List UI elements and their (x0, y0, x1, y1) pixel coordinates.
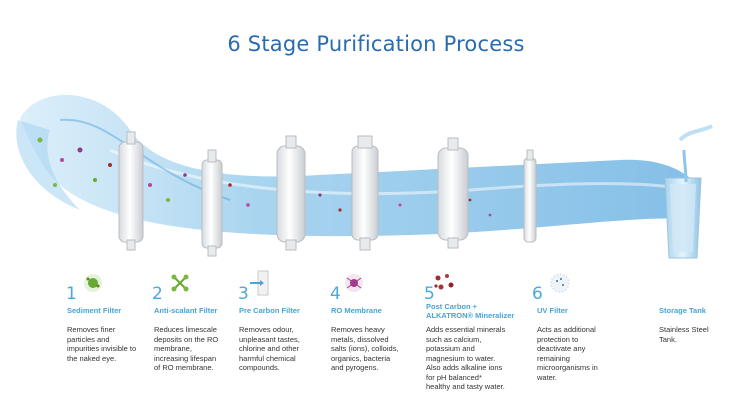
stage-5-description: Adds essential minerals such as calcium,… (426, 325, 506, 391)
stage-5-title: Post Carbon + ALKATRON® Mineralizer (426, 302, 515, 320)
stage-3-number: 3 (238, 284, 249, 304)
stage-4-title: RO Membrane (331, 306, 382, 315)
cartridge-anti-scalant (201, 149, 223, 257)
mineralizer-icon (434, 274, 454, 290)
pre-carbon-icon (250, 270, 269, 296)
cartridge-ro-membrane (351, 135, 379, 251)
stage-1-description: Removes finer particles and impurities i… (67, 325, 137, 363)
stage-2-title: Anti-scalant Filter (154, 306, 218, 315)
stage-4-description: Removes heavy metals, dissolved salts (i… (331, 325, 399, 372)
water-glass (664, 124, 713, 259)
cartridge-pre-carbon (276, 135, 306, 251)
stage-3-description: Removes odour, unpleasant tastes, chlori… (239, 325, 300, 372)
filter-cartridges (118, 131, 537, 257)
cartridge-sediment (118, 131, 144, 251)
stage-6-number: 6 (532, 284, 543, 304)
sediment-icon (84, 274, 102, 292)
cartridge-uv (523, 149, 537, 243)
stage-6-title: UV Filter (537, 306, 568, 315)
stage-icons (84, 270, 570, 296)
cartridge-post-carbon (437, 137, 469, 249)
stage-1-number: 1 (66, 284, 77, 304)
anti-scalant-icon (171, 274, 189, 292)
stage-2-number: 2 (152, 284, 163, 304)
ro-membrane-icon (345, 274, 363, 292)
stage-1-title: Sediment Filter (67, 306, 122, 315)
page-title: 6 Stage Purification Process (227, 32, 525, 56)
uv-icon (550, 273, 570, 293)
stage-6-description: Acts as additional protection to deactiv… (537, 325, 598, 382)
storage-description: Stainless Steel Tank. (659, 325, 709, 344)
stage-4-number: 4 (330, 284, 341, 304)
stage-5-number: 5 (424, 284, 435, 304)
impurity-particles (37, 137, 492, 217)
storage-title: Storage Tank (659, 306, 706, 315)
stage-3-title: Pre Carbon Filter (239, 306, 300, 315)
stage-2-description: Reduces limescale deposits on the RO mem… (154, 325, 219, 372)
